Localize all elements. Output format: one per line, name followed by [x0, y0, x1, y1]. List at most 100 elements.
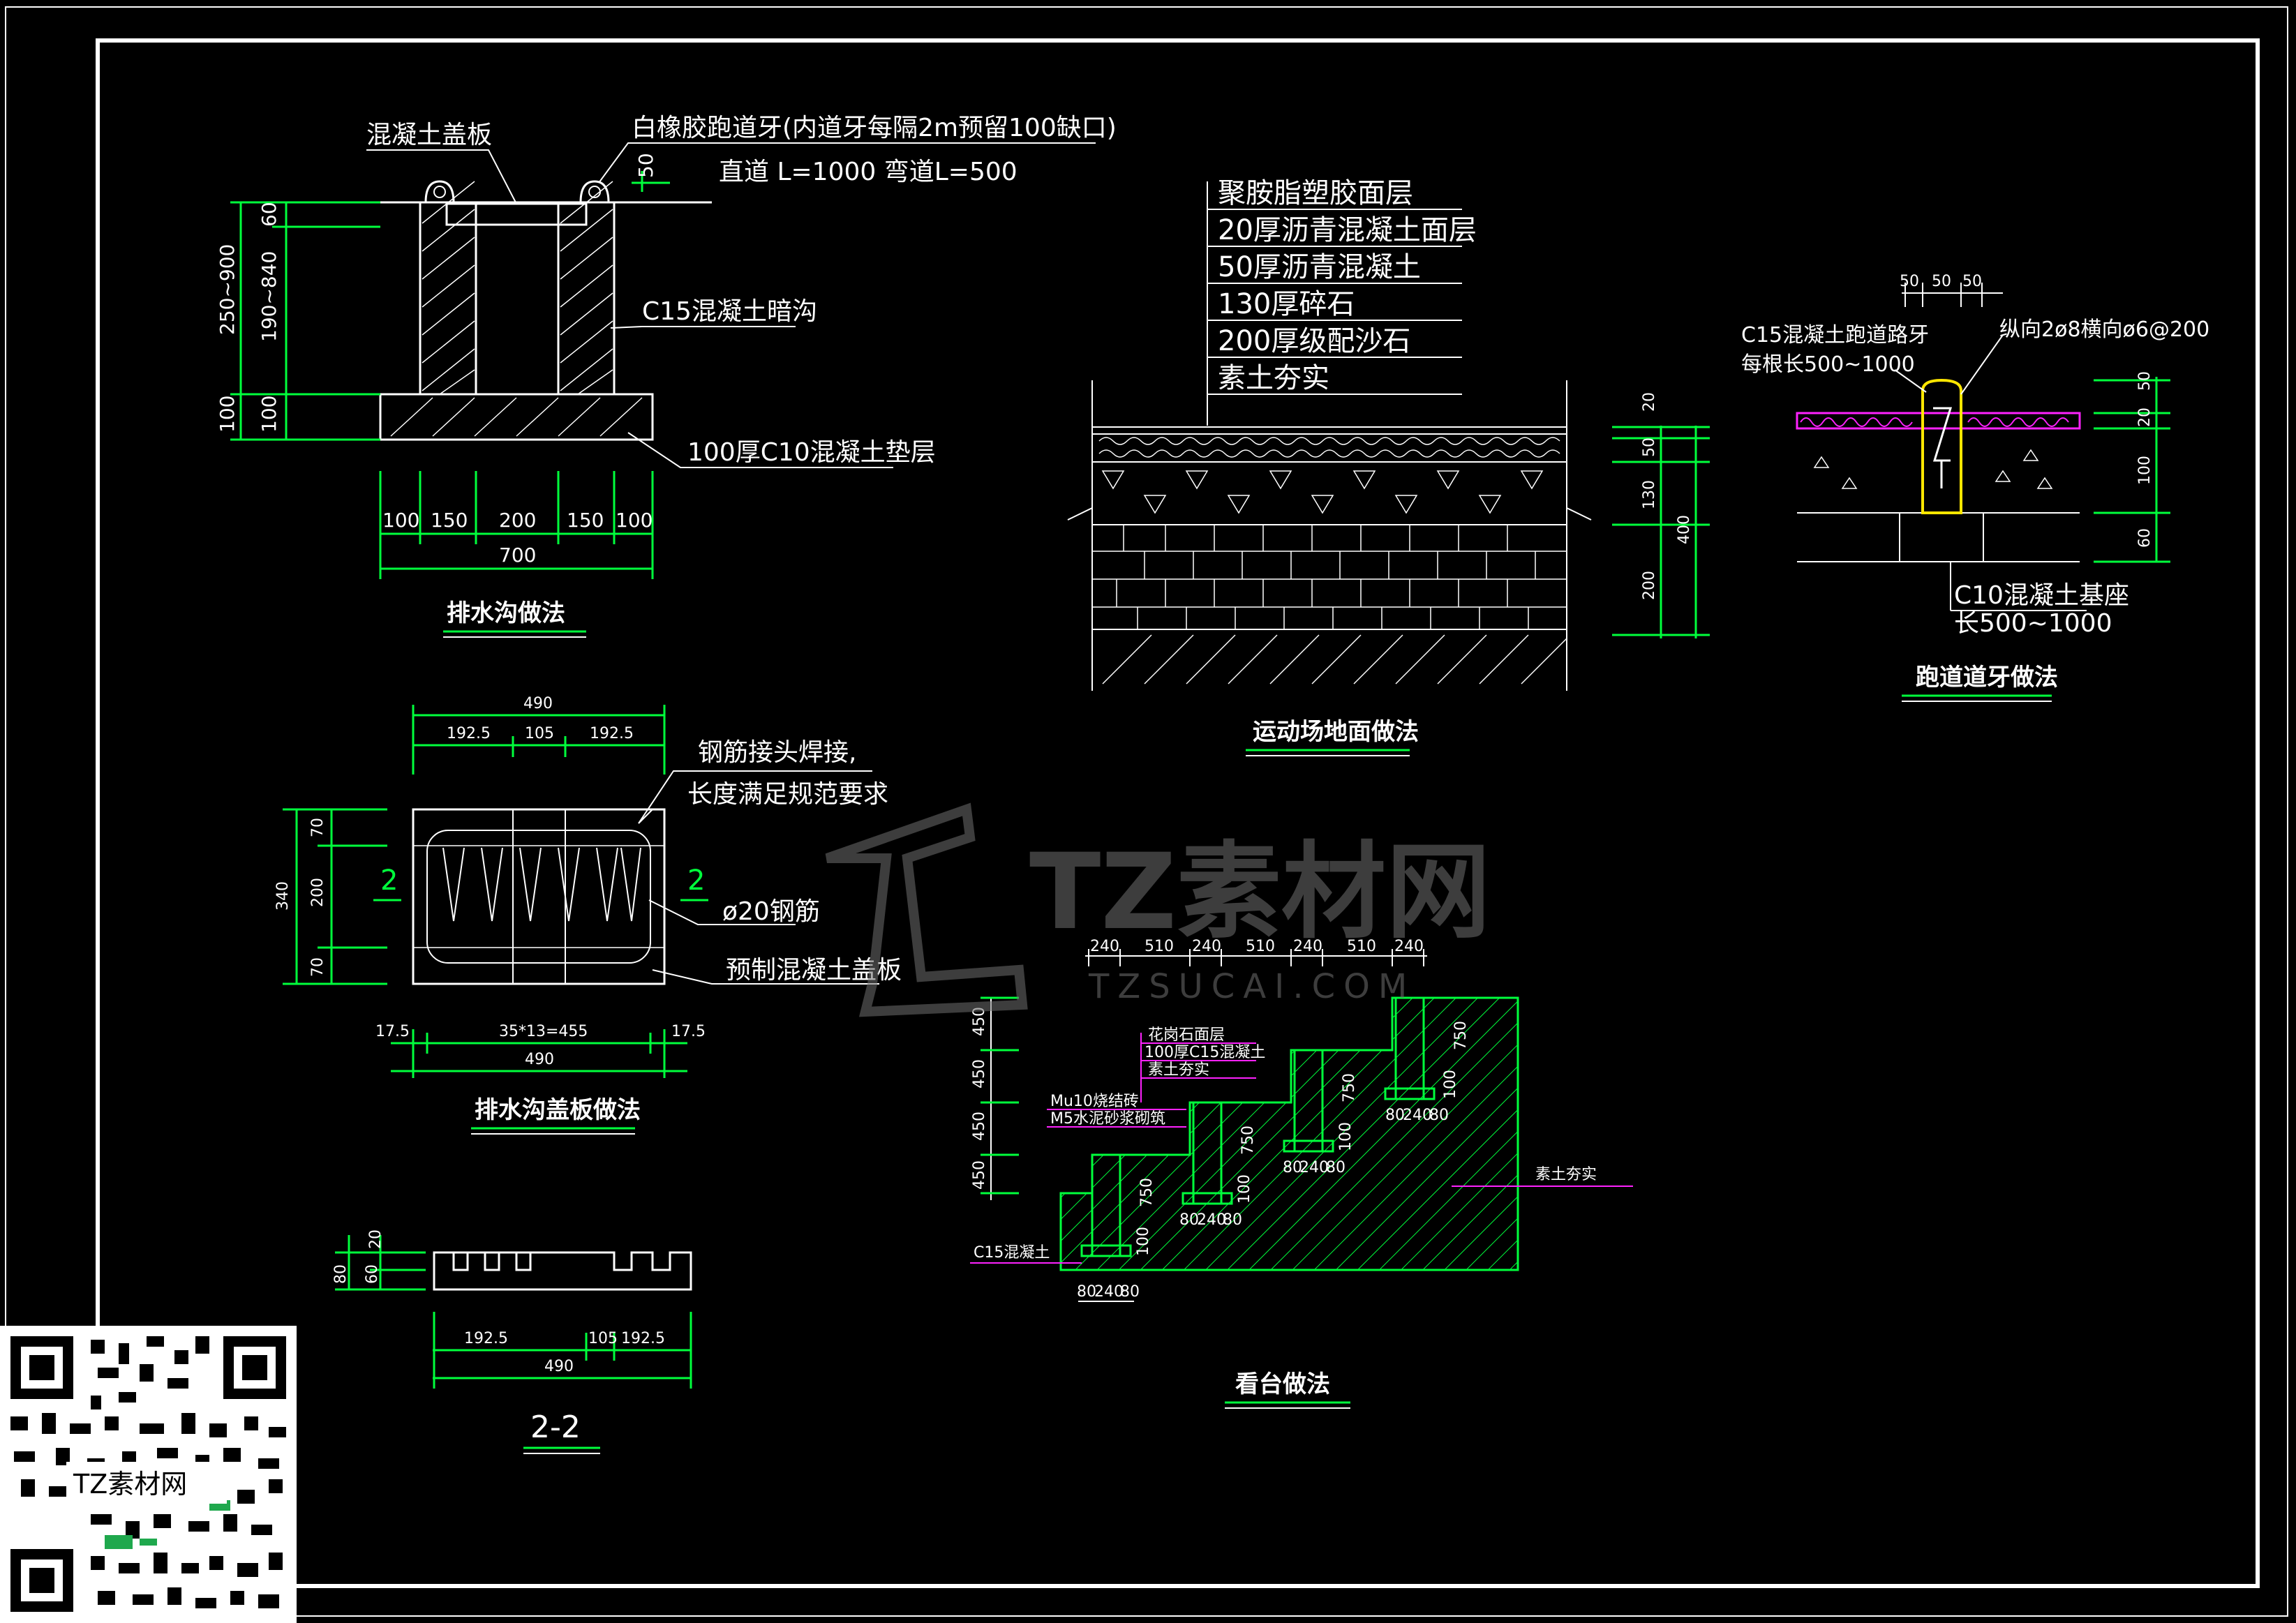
ground-dim-130: 130 — [1641, 480, 1658, 509]
ditch-dim-left-250-900: 250~900 — [216, 244, 239, 335]
curb-dim-right-50: 50 — [2136, 371, 2154, 391]
ditch-dim-left-60: 60 — [258, 202, 281, 227]
curb-dim-right-100: 100 — [2136, 456, 2154, 485]
stand-dim-left-450b: 450 — [971, 1059, 988, 1089]
curb-label-base-2: 长500~1000 — [1954, 609, 2112, 638]
cover-title: 排水沟盖板做法 — [475, 1096, 641, 1124]
ground-layer-4: 130厚碎石 — [1218, 288, 1355, 320]
ditch-title: 排水沟做法 — [447, 599, 565, 627]
qr-label: TZ素材网 — [73, 1469, 187, 1499]
stand-label-mortar: M5水泥砂浆砌筑 — [1050, 1110, 1165, 1128]
stand-label-c15-base: C15混凝土 — [974, 1244, 1050, 1262]
ground-dim-20: 20 — [1641, 392, 1658, 412]
watermark-brand: TZ素材网 — [1029, 832, 1491, 953]
inner-border — [96, 38, 2260, 1588]
curb-title: 跑道道牙做法 — [1916, 664, 2058, 691]
ground-detail: 聚胺脂塑胶面层 20厚沥青混凝土面层 50厚沥青混凝土 130厚碎石 200厚级… — [1067, 177, 1710, 756]
outer-border — [5, 6, 2288, 1617]
stand-dim-top-510b: 510 — [1246, 938, 1275, 955]
cover-label-weld-1: 钢筋接头焊接, — [698, 738, 856, 767]
ditch-dim-total: 700 — [499, 544, 536, 567]
cover-dim-bottom-175b: 17.5 — [671, 1023, 706, 1040]
stand-title: 看台做法 — [1235, 1370, 1330, 1398]
ditch-dim-left-100: 100 — [258, 396, 281, 433]
ditch-label-base: 100厚C10混凝土垫层 — [687, 438, 936, 467]
stand-dim-100-1: 100 — [1135, 1227, 1152, 1256]
section22-dim-total: 490 — [544, 1358, 574, 1375]
stand-dim-foot2-80a: 80 — [1179, 1211, 1199, 1229]
curb-label-curb-1: C15混凝土跑道路牙 — [1741, 323, 1929, 347]
stand-label-granite: 花岗石面层 — [1148, 1026, 1225, 1044]
curb-dim-right-60: 60 — [2136, 528, 2154, 548]
cover-dim-left-200: 200 — [309, 878, 327, 907]
cover-dim-bottom-175a: 17.5 — [375, 1023, 410, 1040]
curb-detail: C15混凝土跑道路牙 每根长500~1000 纵向2ø8横向ø6@200 50 … — [1741, 273, 2209, 702]
stand-dim-100-4: 100 — [1442, 1070, 1459, 1099]
section-22-detail: 20 60 80 192.5 105 192.5 490 2-2 — [332, 1229, 692, 1454]
stand-dim-top-240b: 240 — [1192, 938, 1221, 955]
stand-dim-750-1: 750 — [1138, 1178, 1156, 1207]
stand-dim-foot-80a: 80 — [1077, 1283, 1096, 1301]
ditch-label-curb: 白橡胶跑道牙(内道牙每隔2m预留100缺口) — [632, 114, 1117, 142]
stand-label-soil: 素土夯实 — [1148, 1061, 1209, 1079]
curb-label-curb-2: 每根长500~1000 — [1741, 352, 1915, 377]
stand-label-soil-right: 素土夯实 — [1535, 1166, 1597, 1183]
curb-label-base-1: C10混凝土基座 — [1954, 581, 2129, 610]
stand-dim-top-240a: 240 — [1090, 938, 1119, 955]
stand-dim-750-3: 750 — [1341, 1073, 1358, 1102]
section22-title: 2-2 — [530, 1409, 581, 1445]
cover-detail: 钢筋接头焊接, 长度满足规范要求 ø20钢筋 预制混凝土盖板 490 192.5… — [274, 695, 902, 1135]
stand-dim-top-510c: 510 — [1347, 938, 1376, 955]
cover-dim-top-total: 490 — [523, 695, 553, 712]
ditch-dim-bottom-200: 200 — [499, 509, 536, 532]
cover-label-weld-2: 长度满足规范要求 — [687, 780, 888, 809]
stand-label-brick: Mu10烧结砖 — [1050, 1093, 1139, 1110]
cover-dim-top-105: 105 — [525, 725, 554, 742]
watermark: TZ素材网 TZSUCAI.COM — [825, 802, 1491, 1017]
cover-section-mark-right: 2 — [687, 865, 705, 897]
stand-dim-750-2: 750 — [1239, 1125, 1257, 1155]
ditch-label-cover: 混凝土盖板 — [366, 121, 492, 149]
stand-dim-100-3: 100 — [1337, 1122, 1355, 1151]
stand-dim-foot4-240: 240 — [1403, 1107, 1432, 1124]
cover-dim-bottom-total: 490 — [525, 1051, 554, 1068]
cover-dim-top-1925b: 192.5 — [590, 725, 634, 742]
ditch-label-curb-length: 直道 L=1000 弯道L=500 — [719, 158, 1017, 186]
curb-dim-top-50a: 50 — [1900, 273, 1919, 290]
section22-dim-left-20: 20 — [367, 1229, 385, 1249]
section22-dim-bottom-1925a: 192.5 — [464, 1330, 508, 1347]
ditch-dim-bottom-150b: 150 — [567, 509, 604, 532]
cover-dim-left-total: 340 — [274, 881, 292, 911]
stand-dim-foot-80b: 80 — [1120, 1283, 1140, 1301]
stand-dim-750-4: 750 — [1452, 1021, 1470, 1050]
stand-dim-top-510a: 510 — [1145, 938, 1174, 955]
curb-dim-top-50c: 50 — [1962, 273, 1982, 290]
stand-dim-foot3-80a: 80 — [1283, 1159, 1302, 1176]
section22-dim-left-80: 80 — [332, 1264, 350, 1284]
cover-label-rebar: ø20钢筋 — [722, 897, 820, 926]
curb-dim-right-20: 20 — [2136, 407, 2154, 427]
ground-dim-50: 50 — [1641, 437, 1658, 457]
ground-dim-total: 400 — [1676, 515, 1693, 544]
stand-dim-foot4-80b: 80 — [1429, 1107, 1449, 1124]
cover-section-mark-left: 2 — [380, 865, 398, 897]
stand-label-c15: 100厚C15混凝土 — [1145, 1044, 1265, 1061]
stand-dim-foot3-80b: 80 — [1326, 1159, 1345, 1176]
ditch-detail: 混凝土盖板 白橡胶跑道牙(内道牙每隔2m预留100缺口) 直道 L=1000 弯… — [216, 114, 1117, 638]
stand-dim-top-240c: 240 — [1293, 938, 1322, 955]
section22-dim-bottom-105: 105 — [588, 1330, 618, 1347]
ground-layer-6: 素土夯实 — [1218, 362, 1329, 394]
cover-dim-bottom-455: 35*13=455 — [499, 1023, 588, 1040]
cover-dim-top-1925a: 192.5 — [447, 725, 491, 742]
watermark-site: TZSUCAI.COM — [1088, 967, 1415, 1006]
ground-layer-2: 20厚沥青混凝土面层 — [1218, 214, 1477, 246]
ditch-dim-left-100b: 100 — [216, 396, 239, 433]
stand-dim-left-450d: 450 — [971, 1160, 988, 1190]
ditch-label-channel: C15混凝土暗沟 — [642, 297, 817, 326]
ground-layer-5: 200厚级配沙石 — [1218, 325, 1410, 357]
stand-dim-top-240d: 240 — [1394, 938, 1424, 955]
stand-dim-foot4-80a: 80 — [1385, 1107, 1405, 1124]
ground-layer-1: 聚胺脂塑胶面层 — [1218, 177, 1413, 209]
ditch-dim-bottom-150a: 150 — [431, 509, 468, 532]
stand-dim-foot3-240: 240 — [1299, 1159, 1329, 1176]
